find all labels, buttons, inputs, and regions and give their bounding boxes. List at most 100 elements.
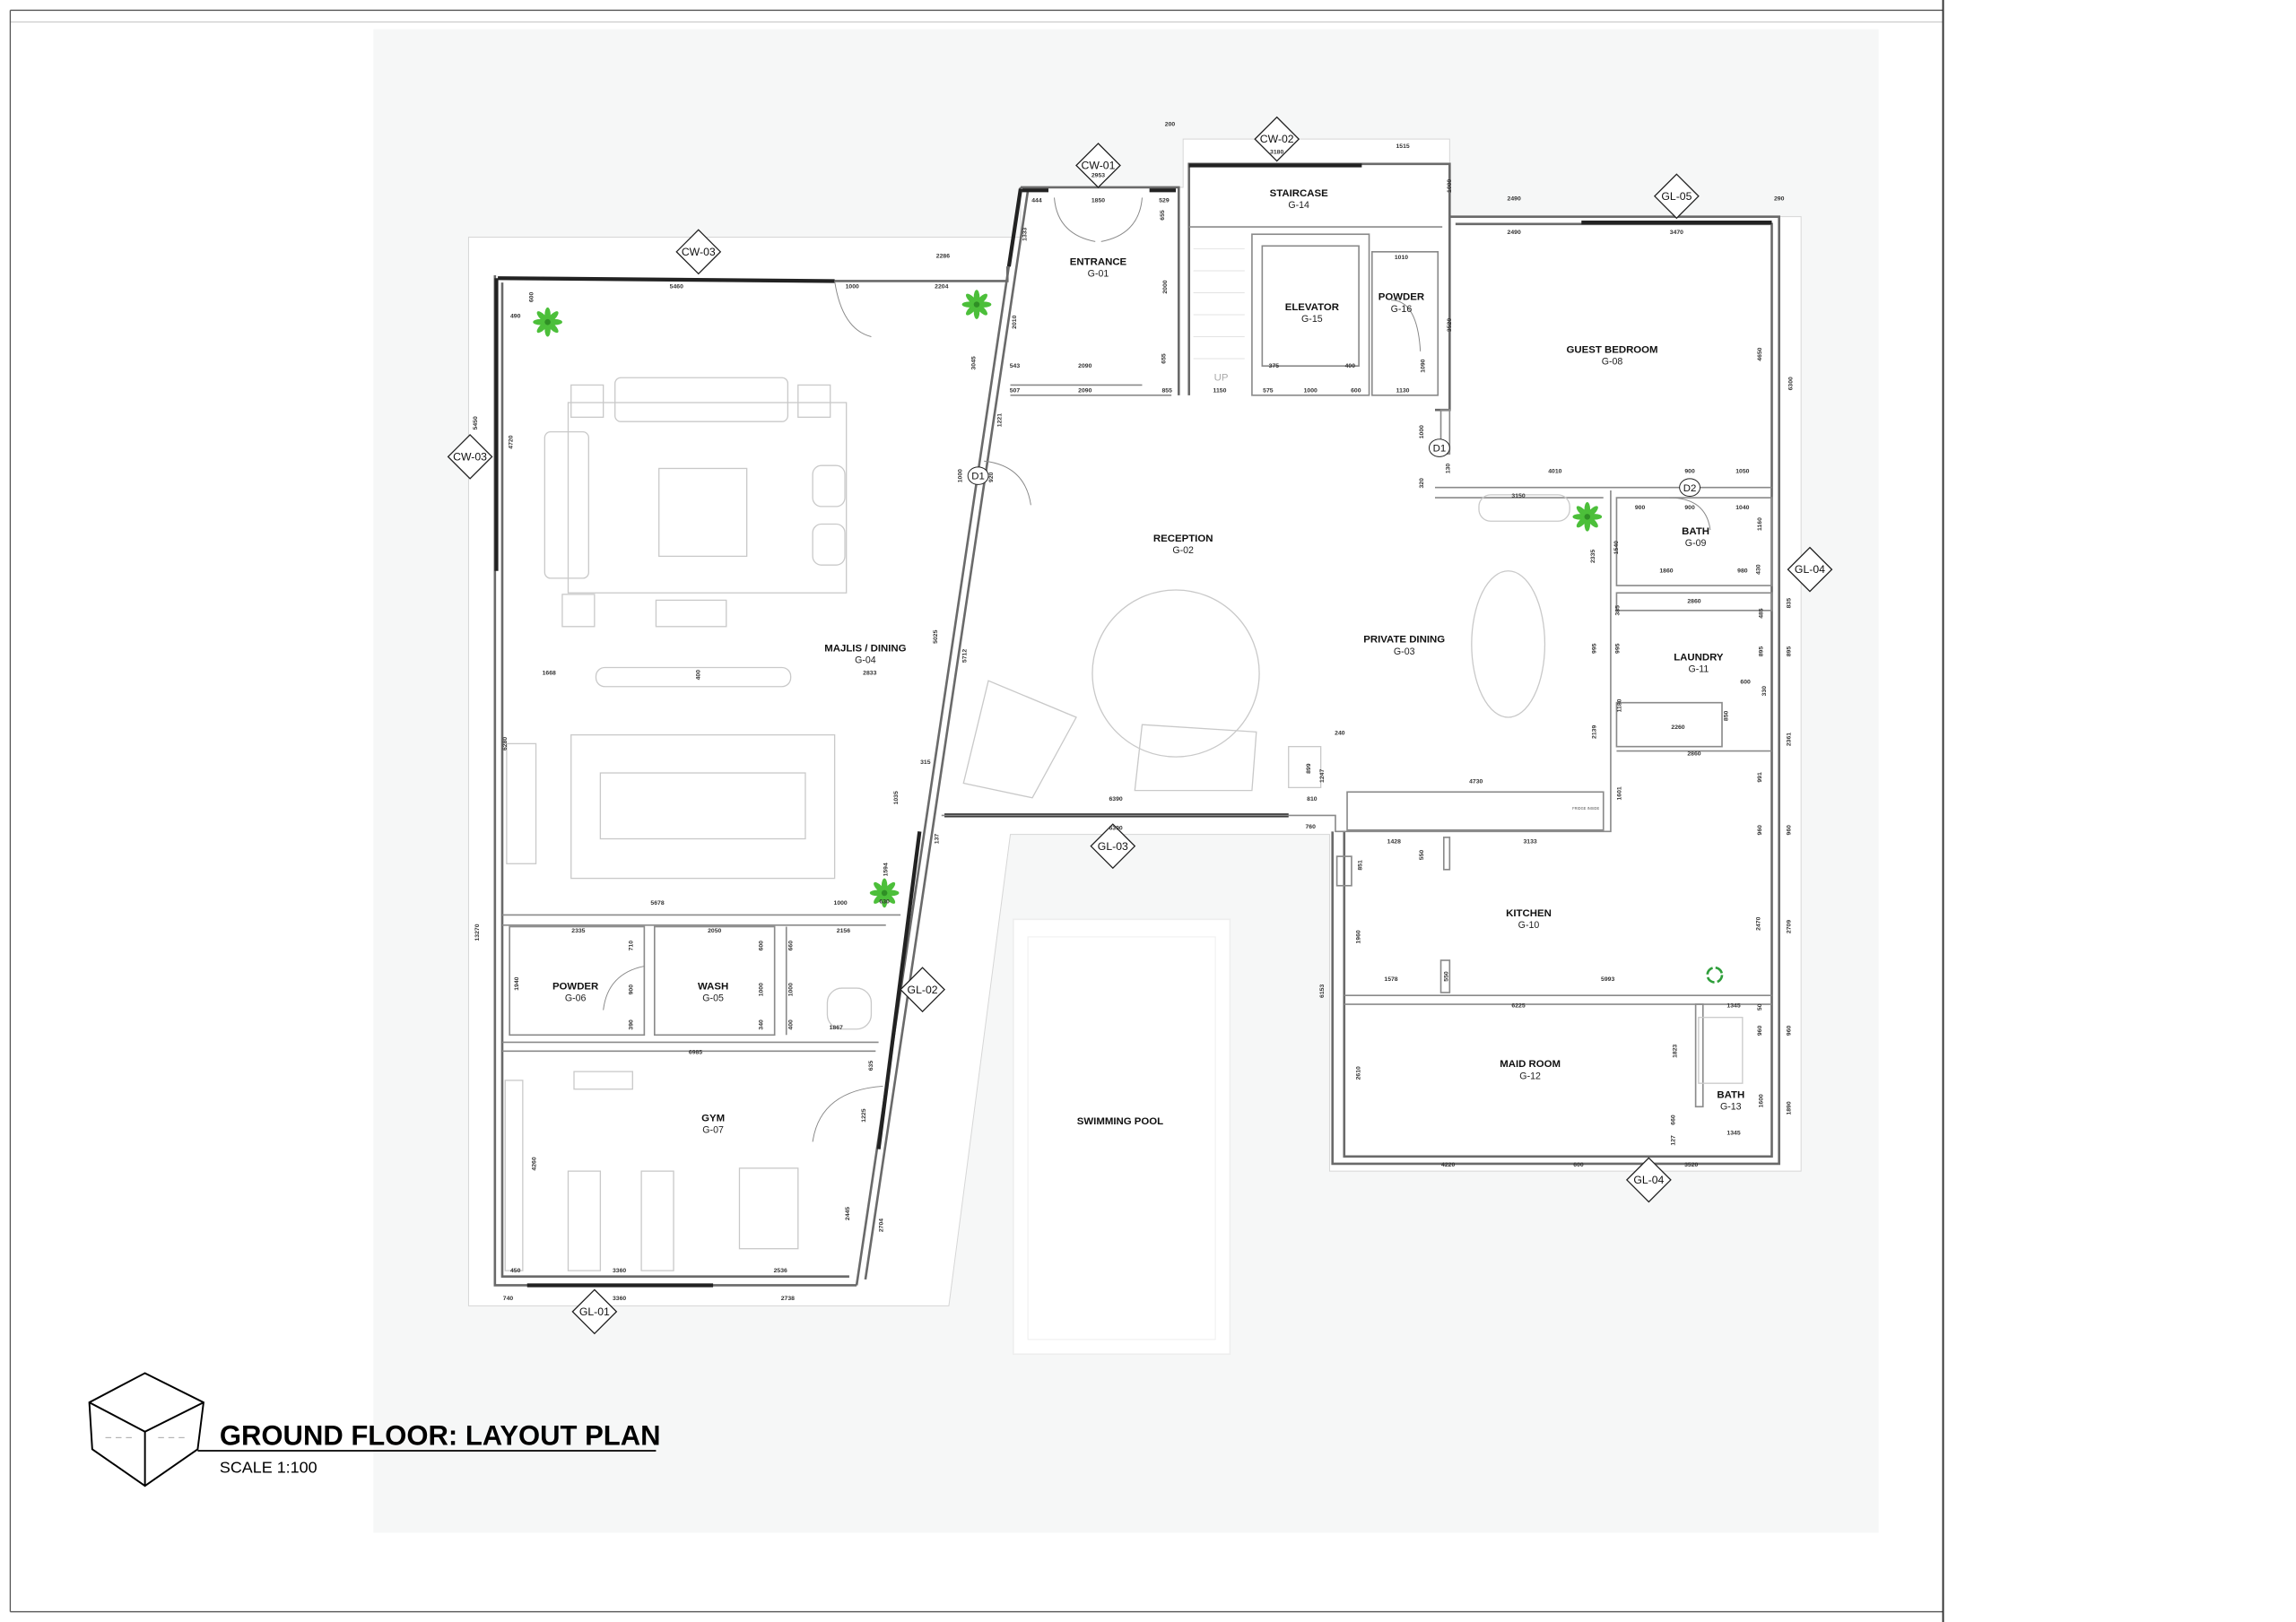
room-name: ELEVATOR — [1285, 302, 1339, 313]
dimension-label: 13270 — [474, 924, 481, 941]
dimension-label: 3470 — [1670, 230, 1683, 236]
majlis-rug — [567, 402, 848, 594]
dimension-label: 660 — [787, 941, 794, 951]
room-name: ENTRANCE — [1070, 257, 1127, 268]
treadmill — [567, 1170, 602, 1271]
door-tag-label: D2 — [1683, 483, 1697, 494]
dimension-label: 2490 — [1508, 196, 1521, 203]
dimension-label: 1180 — [1616, 698, 1622, 712]
dimension-label: 6390 — [1109, 826, 1122, 832]
dimension-label: 1010 — [1395, 255, 1408, 261]
dimension-label: 1668 — [543, 671, 556, 677]
dimension-label: 3150 — [1511, 493, 1525, 499]
furniture — [504, 377, 1744, 1271]
room-code: G-13 — [1720, 1102, 1742, 1113]
dimension-label: 1130 — [1396, 388, 1410, 395]
dimension-label: 660 — [1671, 1115, 1677, 1125]
dimension-label: 2010 — [1012, 315, 1018, 328]
sofa — [614, 377, 789, 422]
tag-label: GL-03 — [1098, 840, 1128, 853]
dimension-label: 137 — [935, 834, 941, 845]
side-table — [561, 594, 596, 628]
dimension-label: 6985 — [689, 1050, 702, 1056]
plant-icon — [869, 878, 900, 908]
dimension-label: 1940 — [514, 976, 520, 990]
dimension-label: 1000 — [1447, 179, 1453, 193]
dimension-label: 2738 — [781, 1296, 795, 1302]
dimension-label: 895 — [1787, 646, 1793, 657]
room-code: G-12 — [1519, 1071, 1541, 1081]
room-code: G-16 — [1391, 304, 1413, 315]
plant-icon — [1572, 502, 1603, 532]
dimension-label: 655 — [1161, 353, 1168, 364]
toilet-vanity — [1698, 1017, 1744, 1084]
room-code: G-10 — [1518, 920, 1540, 931]
dimension-label: 507 — [1010, 388, 1021, 395]
dimension-label: 710 — [628, 941, 634, 951]
sofa — [544, 430, 589, 579]
elevation-tag: GL-02 — [900, 967, 945, 1013]
dimension-label: 2445 — [845, 1207, 851, 1220]
coffee-table — [658, 467, 748, 558]
dimension-label: 2335 — [571, 928, 585, 934]
door-tag-label: D1 — [1433, 444, 1447, 455]
dimension-label: 3520 — [1447, 318, 1453, 332]
dimension-label: 400 — [695, 670, 701, 681]
glazing — [494, 163, 1772, 1288]
dimension-label: 5712 — [962, 649, 969, 663]
dimension-label: 1000 — [1304, 388, 1318, 395]
dimension-label: 5450 — [473, 416, 479, 429]
side-table — [797, 384, 831, 418]
dimension-label: 320 — [1419, 478, 1425, 489]
dimension-label: 2860 — [1687, 599, 1700, 605]
dimension-label: 1000 — [1419, 425, 1425, 438]
dimension-label: 980 — [1737, 568, 1748, 574]
tag-label: GL-02 — [908, 984, 938, 996]
dimension-label: 2286 — [936, 253, 950, 259]
room-name: GYM — [701, 1114, 725, 1124]
dimension-label: 1578 — [1384, 976, 1397, 983]
dimension-label: 1221 — [997, 413, 1004, 427]
dining-rug — [570, 733, 836, 880]
treadmill — [640, 1170, 674, 1271]
dimension-label: 850 — [1724, 710, 1730, 721]
door-tag: D1 — [967, 466, 989, 485]
dimension-label: 575 — [1263, 388, 1274, 395]
dimension-label: 1000 — [759, 983, 765, 996]
dimension-label: 1090 — [1421, 359, 1427, 372]
dimension-label: 960 — [1787, 1025, 1793, 1036]
dimension-label: 5993 — [1601, 976, 1614, 983]
dimension-label: 2050 — [708, 928, 721, 934]
dimension-label: 2833 — [863, 671, 876, 677]
dimension-label: 1823 — [1672, 1044, 1678, 1057]
dimension-label: 5025 — [933, 629, 939, 643]
dimension-label: 330 — [1761, 686, 1768, 697]
console — [655, 599, 727, 628]
dimension-label: 4650 — [1757, 347, 1763, 360]
room-name: POWDER — [552, 982, 598, 993]
tag-label: CW-03 — [682, 246, 716, 258]
room-name: RECEPTION — [1153, 533, 1213, 544]
dimension-label: 4010 — [1548, 468, 1561, 474]
dimension-label: 3045 — [970, 356, 977, 369]
dimension-label: 1890 — [1787, 1101, 1793, 1115]
dimension-label: 1000 — [787, 983, 794, 996]
elevation-tag: CW-02 — [1254, 116, 1300, 162]
dimension-label: 340 — [759, 1019, 765, 1030]
elevation-tags: CW-01CW-02CW-03CW-03GL-05GL-04GL-03GL-02… — [447, 116, 1833, 1335]
room-name: POWDER — [1378, 292, 1424, 303]
dimension-label: 2090 — [1078, 388, 1091, 395]
dimension-label: 851 — [1357, 860, 1363, 871]
dimension-label: 430 — [1755, 564, 1761, 575]
dimension-label: 600 — [1351, 388, 1361, 395]
dimension-label: 600 — [528, 292, 535, 303]
dimension-label: 2953 — [1091, 173, 1105, 179]
room-name: KITCHEN — [1506, 908, 1552, 919]
dimension-label: 450 — [510, 1268, 521, 1274]
dimension-label: 2361 — [1787, 733, 1793, 746]
dimension-label: 550 — [1419, 850, 1425, 861]
dimension-label: 600 — [1740, 679, 1751, 685]
dimension-label: 485 — [1759, 608, 1765, 619]
